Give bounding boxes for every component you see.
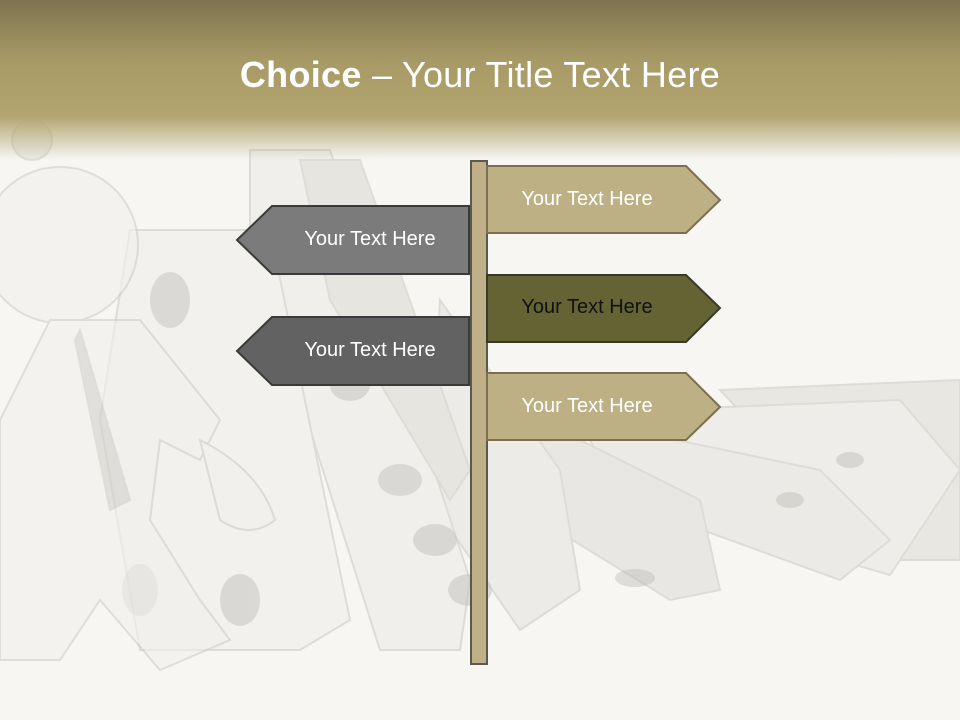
- sign-label-upper-left: Your Text Here: [304, 228, 436, 250]
- sign-arrow-shape: [235, 205, 470, 275]
- title-rest: – Your Title Text Here: [361, 54, 721, 95]
- sign-arrow-shape: [486, 274, 722, 343]
- title-bold-word: Choice: [239, 54, 362, 95]
- sign-label-top-right: Your Text Here: [521, 188, 653, 210]
- sign-arrow-shape: [486, 165, 722, 234]
- signpost-pole: [470, 160, 488, 665]
- sign-label-middle-right: Your Text Here: [521, 296, 653, 318]
- slide-title: Choice – Your Title Text Here: [0, 54, 960, 96]
- sign-label-bottom-right: Your Text Here: [521, 395, 653, 417]
- sign-arrow-shape: [235, 316, 470, 386]
- sign-arrow-shape: [486, 372, 722, 441]
- sign-label-lower-left: Your Text Here: [304, 339, 436, 361]
- title-bar: [0, 0, 960, 160]
